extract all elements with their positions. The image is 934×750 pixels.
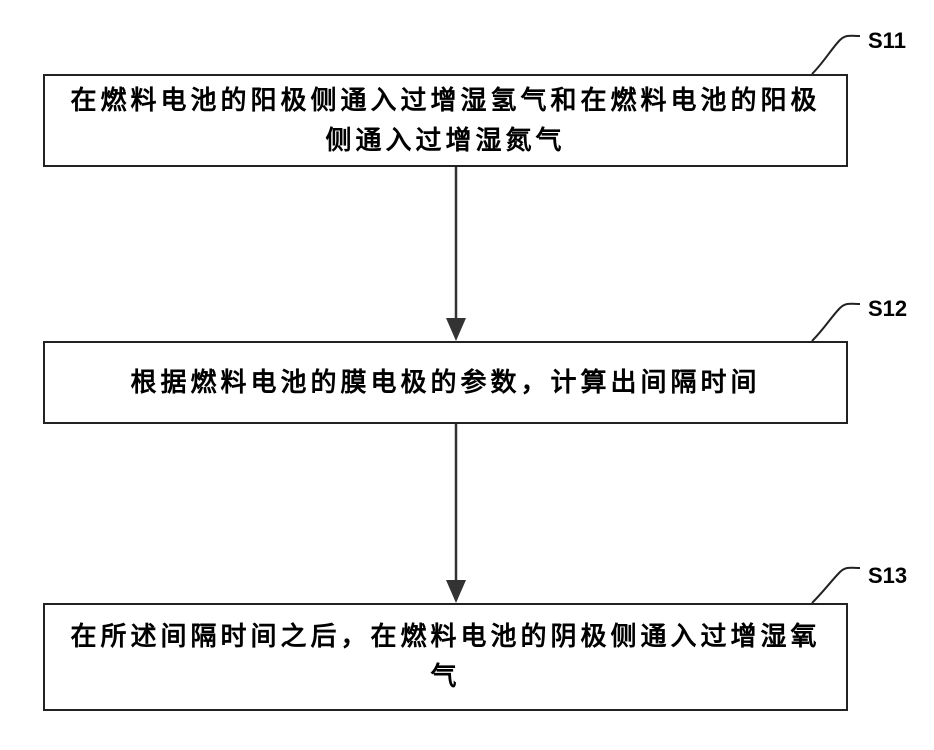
arrow-s12-to-s13 — [446, 424, 466, 603]
step-label-s11: S11 — [868, 28, 906, 54]
leader-s12 — [812, 304, 860, 341]
step-box-s11: 在燃料电池的阳极侧通入过增湿氢气和在燃料电池的阳极侧通入过增湿氮气 — [43, 74, 848, 167]
leader-s13 — [812, 568, 860, 603]
step-text-s11: 在燃料电池的阳极侧通入过增湿氢气和在燃料电池的阳极侧通入过增湿氮气 — [45, 81, 846, 161]
step-label-s12: S12 — [868, 296, 907, 322]
leader-s11 — [812, 36, 860, 74]
step-box-s12: 根据燃料电池的膜电极的参数，计算出间隔时间 — [43, 341, 848, 424]
step-text-s13: 在所述间隔时间之后，在燃料电池的阴极侧通入过增湿氧气 — [45, 617, 846, 697]
step-box-s13: 在所述间隔时间之后，在燃料电池的阴极侧通入过增湿氧气 — [43, 603, 848, 711]
step-label-s13: S13 — [868, 563, 907, 589]
arrow-s11-to-s12 — [446, 167, 466, 341]
step-text-s12: 根据燃料电池的膜电极的参数，计算出间隔时间 — [114, 363, 776, 403]
